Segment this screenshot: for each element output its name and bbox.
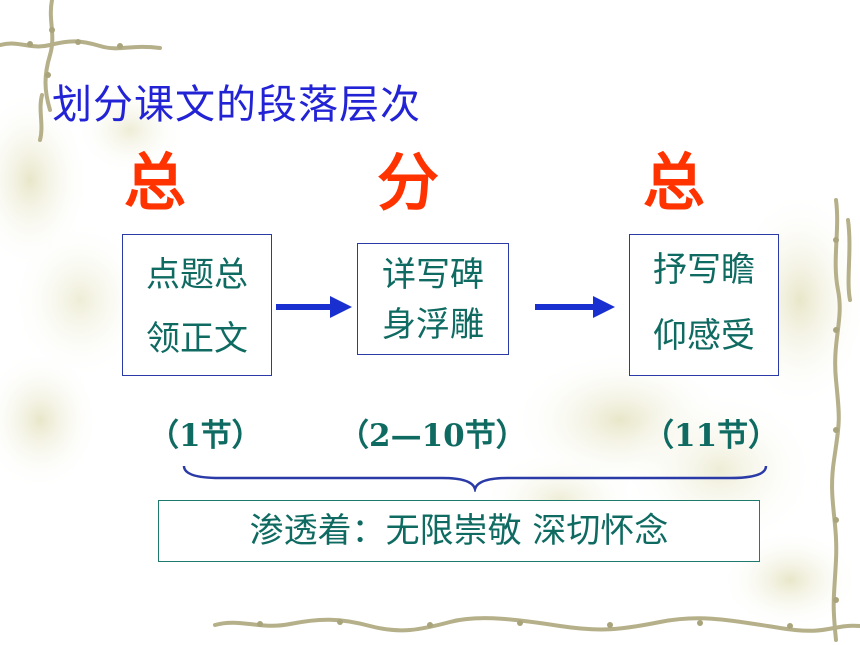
vine-border-top-left xyxy=(0,0,162,142)
vine-dots-right xyxy=(833,237,839,603)
box-introduction-line-2: 领正文 xyxy=(146,319,248,359)
box-body: 详写碑 身浮雕 xyxy=(357,243,509,355)
label-total-start: 总 xyxy=(124,146,187,219)
box-conclusion-line-1: 抒写瞻 xyxy=(653,250,755,290)
section-label-conclusion: （11节） xyxy=(643,418,780,454)
leaf-shape xyxy=(75,85,185,175)
curly-brace-icon xyxy=(182,465,768,492)
box-introduction-line-1: 点题总 xyxy=(146,255,248,295)
vine-dots-bottom xyxy=(257,619,793,629)
label-divide: 分 xyxy=(377,146,440,219)
vine-border-bottom xyxy=(213,616,860,633)
summary-box: 渗透着：无限崇敬 深切怀念 xyxy=(158,500,760,562)
section-label-body: （2—10节） xyxy=(338,418,527,454)
box-introduction: 点题总 领正文 xyxy=(122,234,272,376)
arrow-right-icon xyxy=(535,296,615,318)
box-body-line-2: 身浮雕 xyxy=(382,305,484,345)
leaf-shape xyxy=(0,350,100,490)
arrow-right-icon xyxy=(276,296,352,318)
section-label-intro: （1节） xyxy=(148,418,263,454)
box-conclusion: 抒写瞻 仰感受 xyxy=(629,234,779,376)
label-total-end: 总 xyxy=(643,146,706,219)
leaf-shape xyxy=(10,220,150,380)
vine-dots-top-left xyxy=(27,27,123,78)
slide-title: 划分课文的段落层次 xyxy=(52,82,421,128)
vine-border-right xyxy=(830,198,852,642)
box-body-line-1: 详写碑 xyxy=(382,255,484,295)
box-conclusion-line-2: 仰感受 xyxy=(653,316,755,356)
